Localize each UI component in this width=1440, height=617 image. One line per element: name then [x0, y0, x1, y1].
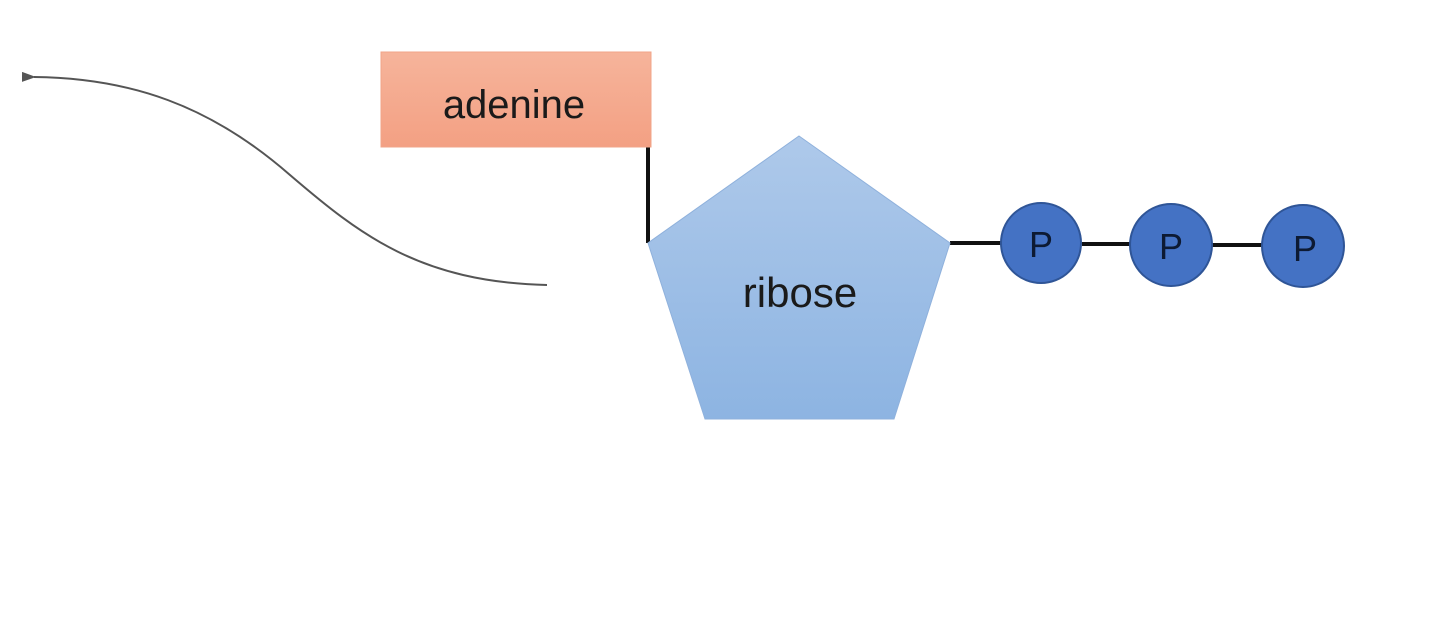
adenine-box: adenine	[380, 51, 652, 148]
adenine-label: adenine	[443, 83, 585, 127]
curved-arrow	[21, 71, 548, 286]
phosphate-2: P	[1129, 203, 1213, 287]
phosphate-1: P	[1000, 202, 1082, 284]
ribose-pentagon: ribose	[647, 135, 951, 420]
ribose-label: ribose	[743, 269, 857, 316]
phosphate-1-label: P	[1029, 224, 1053, 265]
phosphate-3-label: P	[1293, 228, 1317, 269]
phosphate-2-label: P	[1159, 226, 1183, 267]
phosphate-3: P	[1261, 204, 1345, 288]
